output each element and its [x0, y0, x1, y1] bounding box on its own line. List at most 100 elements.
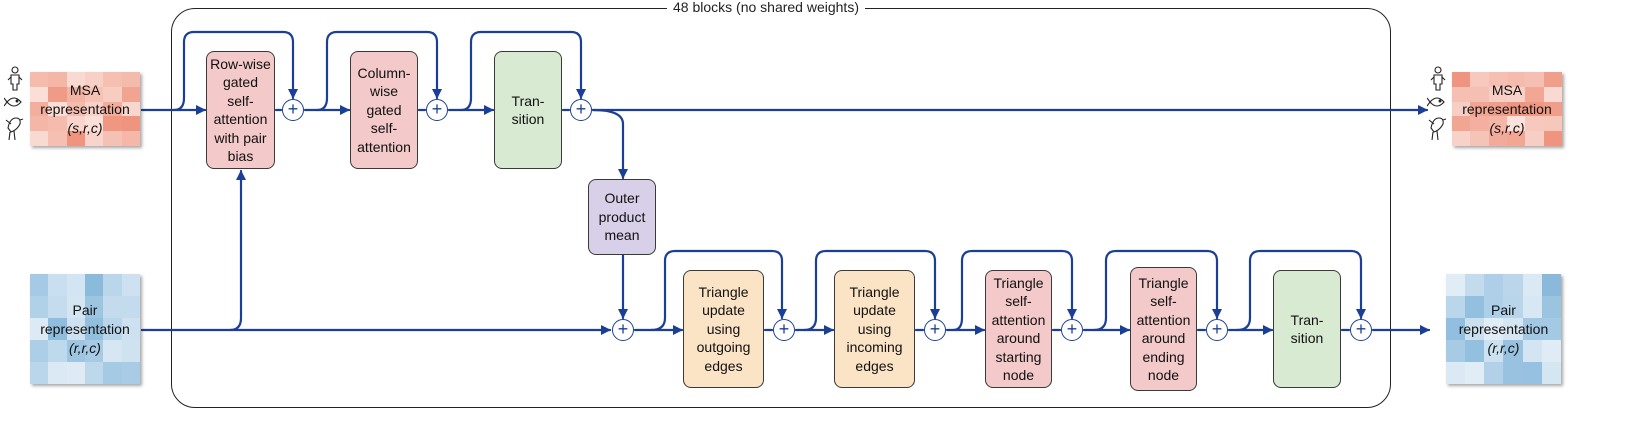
msa-output-label: MSA	[1491, 81, 1523, 98]
block-label-line: incoming	[846, 339, 903, 356]
msa-residual-3	[459, 30, 586, 112]
block-label-line: update	[702, 302, 745, 319]
block-label-line: around	[1141, 330, 1186, 346]
block-label-line: edges	[704, 357, 743, 374]
pair-output-label: Pair	[1491, 301, 1516, 318]
heatmap-cell	[48, 318, 67, 340]
block-label-line: sition	[511, 111, 545, 127]
block-label-line: Outer	[604, 190, 640, 207]
heatmap-cell	[1488, 72, 1507, 87]
pair-residual-1	[649, 249, 787, 332]
heatmap-cell	[1488, 101, 1507, 117]
heatmap-cell	[1470, 72, 1489, 87]
fish-icon	[4, 97, 22, 107]
heatmap-cell	[30, 72, 49, 87]
msa-to-outer-product	[591, 108, 628, 180]
heatmap-cell	[1507, 116, 1526, 132]
heatmap-cell	[30, 296, 49, 318]
species-icons-input	[4, 66, 24, 141]
heatmap-cell	[1507, 101, 1526, 117]
msa-input-dims: (s,r,c)	[67, 119, 103, 136]
heatmap-cell	[30, 362, 49, 384]
heatmap-cell	[1525, 86, 1544, 102]
heatmap-cell	[121, 72, 140, 87]
block-label: Tran-sition	[1291, 311, 1324, 348]
block-label-line: with pair	[214, 129, 267, 146]
heatmap-cell	[103, 296, 122, 318]
heatmap-cell	[1507, 72, 1526, 87]
heatmap-cell	[66, 362, 85, 384]
heatmap-cell	[1488, 86, 1507, 102]
block-label-line: Triangle	[1138, 274, 1189, 291]
msa-residual-2	[315, 30, 442, 112]
heatmap-cell	[1484, 318, 1504, 340]
heatmap-cell	[1484, 274, 1504, 296]
heatmap-cell	[1446, 296, 1466, 318]
heatmap-cell	[66, 131, 85, 146]
heatmap-cell	[1446, 318, 1466, 340]
block-label-line: self-	[370, 120, 398, 137]
heatmap-cell	[1484, 362, 1504, 384]
heatmap-cell	[1446, 340, 1466, 362]
heatmap-cell	[30, 340, 49, 362]
pair-residual-5	[1235, 249, 1366, 332]
pair-residual-add-5: +	[1350, 319, 1372, 341]
heatmap-cell	[1484, 296, 1504, 318]
heatmap-cell	[1465, 296, 1485, 318]
pair-representation-input: Pair representation (r,r,c)	[30, 274, 140, 384]
heatmap-cell	[121, 318, 140, 340]
msa-input-label: MSA	[69, 81, 101, 98]
heatmap-cell	[48, 72, 67, 87]
heatmap-cell	[1465, 274, 1485, 296]
heatmap-cell	[1522, 340, 1542, 362]
heatmap-cell	[1446, 274, 1466, 296]
block-label-line: bias	[227, 148, 254, 164]
block-label-line: attention	[991, 311, 1046, 328]
pair-residual-2	[802, 249, 940, 332]
pair-residual-add-1: +	[773, 319, 795, 341]
heatmap-cell	[103, 116, 122, 132]
pair-output-label-2: representation	[1458, 320, 1549, 337]
bird-icon	[5, 117, 24, 141]
heatmap-cell	[121, 274, 140, 296]
heatmap-cell	[121, 296, 140, 318]
block-label-line: Triangle	[993, 274, 1044, 291]
heatmap-cell	[1525, 116, 1544, 132]
block-label-line: outgoing	[696, 339, 751, 356]
msa-representation-output: MSA representation (s,r,c)	[1452, 72, 1562, 146]
heatmap-cell	[1484, 340, 1504, 362]
species-icons-output	[1427, 66, 1447, 141]
heatmap-cell	[48, 86, 67, 102]
bird-icon	[1428, 117, 1447, 141]
block-label-line: node	[1002, 367, 1035, 383]
pair-input-dims: (r,r,c)	[69, 339, 101, 356]
pair-residual-add-4: +	[1206, 319, 1228, 341]
msa-output-label-2: representation	[1462, 100, 1552, 117]
msa-residual-1	[172, 30, 298, 112]
heatmap-cell	[30, 274, 49, 296]
heatmap-cell	[103, 72, 122, 87]
block-label-line: using	[857, 320, 892, 337]
heatmap-cell	[66, 296, 85, 318]
heatmap-cell	[1543, 72, 1562, 87]
block-label-line: self-	[227, 92, 254, 109]
block-label-line: Tran-	[1290, 311, 1324, 328]
block-label-line: sition	[1290, 330, 1324, 346]
heatmap-cell	[103, 131, 122, 146]
heatmap-cell	[48, 296, 67, 318]
heatmap-cell	[121, 116, 140, 132]
block-label-line: using	[706, 320, 741, 337]
human-icon	[7, 66, 23, 91]
heatmap-cell	[1452, 131, 1471, 146]
block-label-line: wise	[369, 83, 398, 100]
heatmap-cell	[1522, 296, 1542, 318]
